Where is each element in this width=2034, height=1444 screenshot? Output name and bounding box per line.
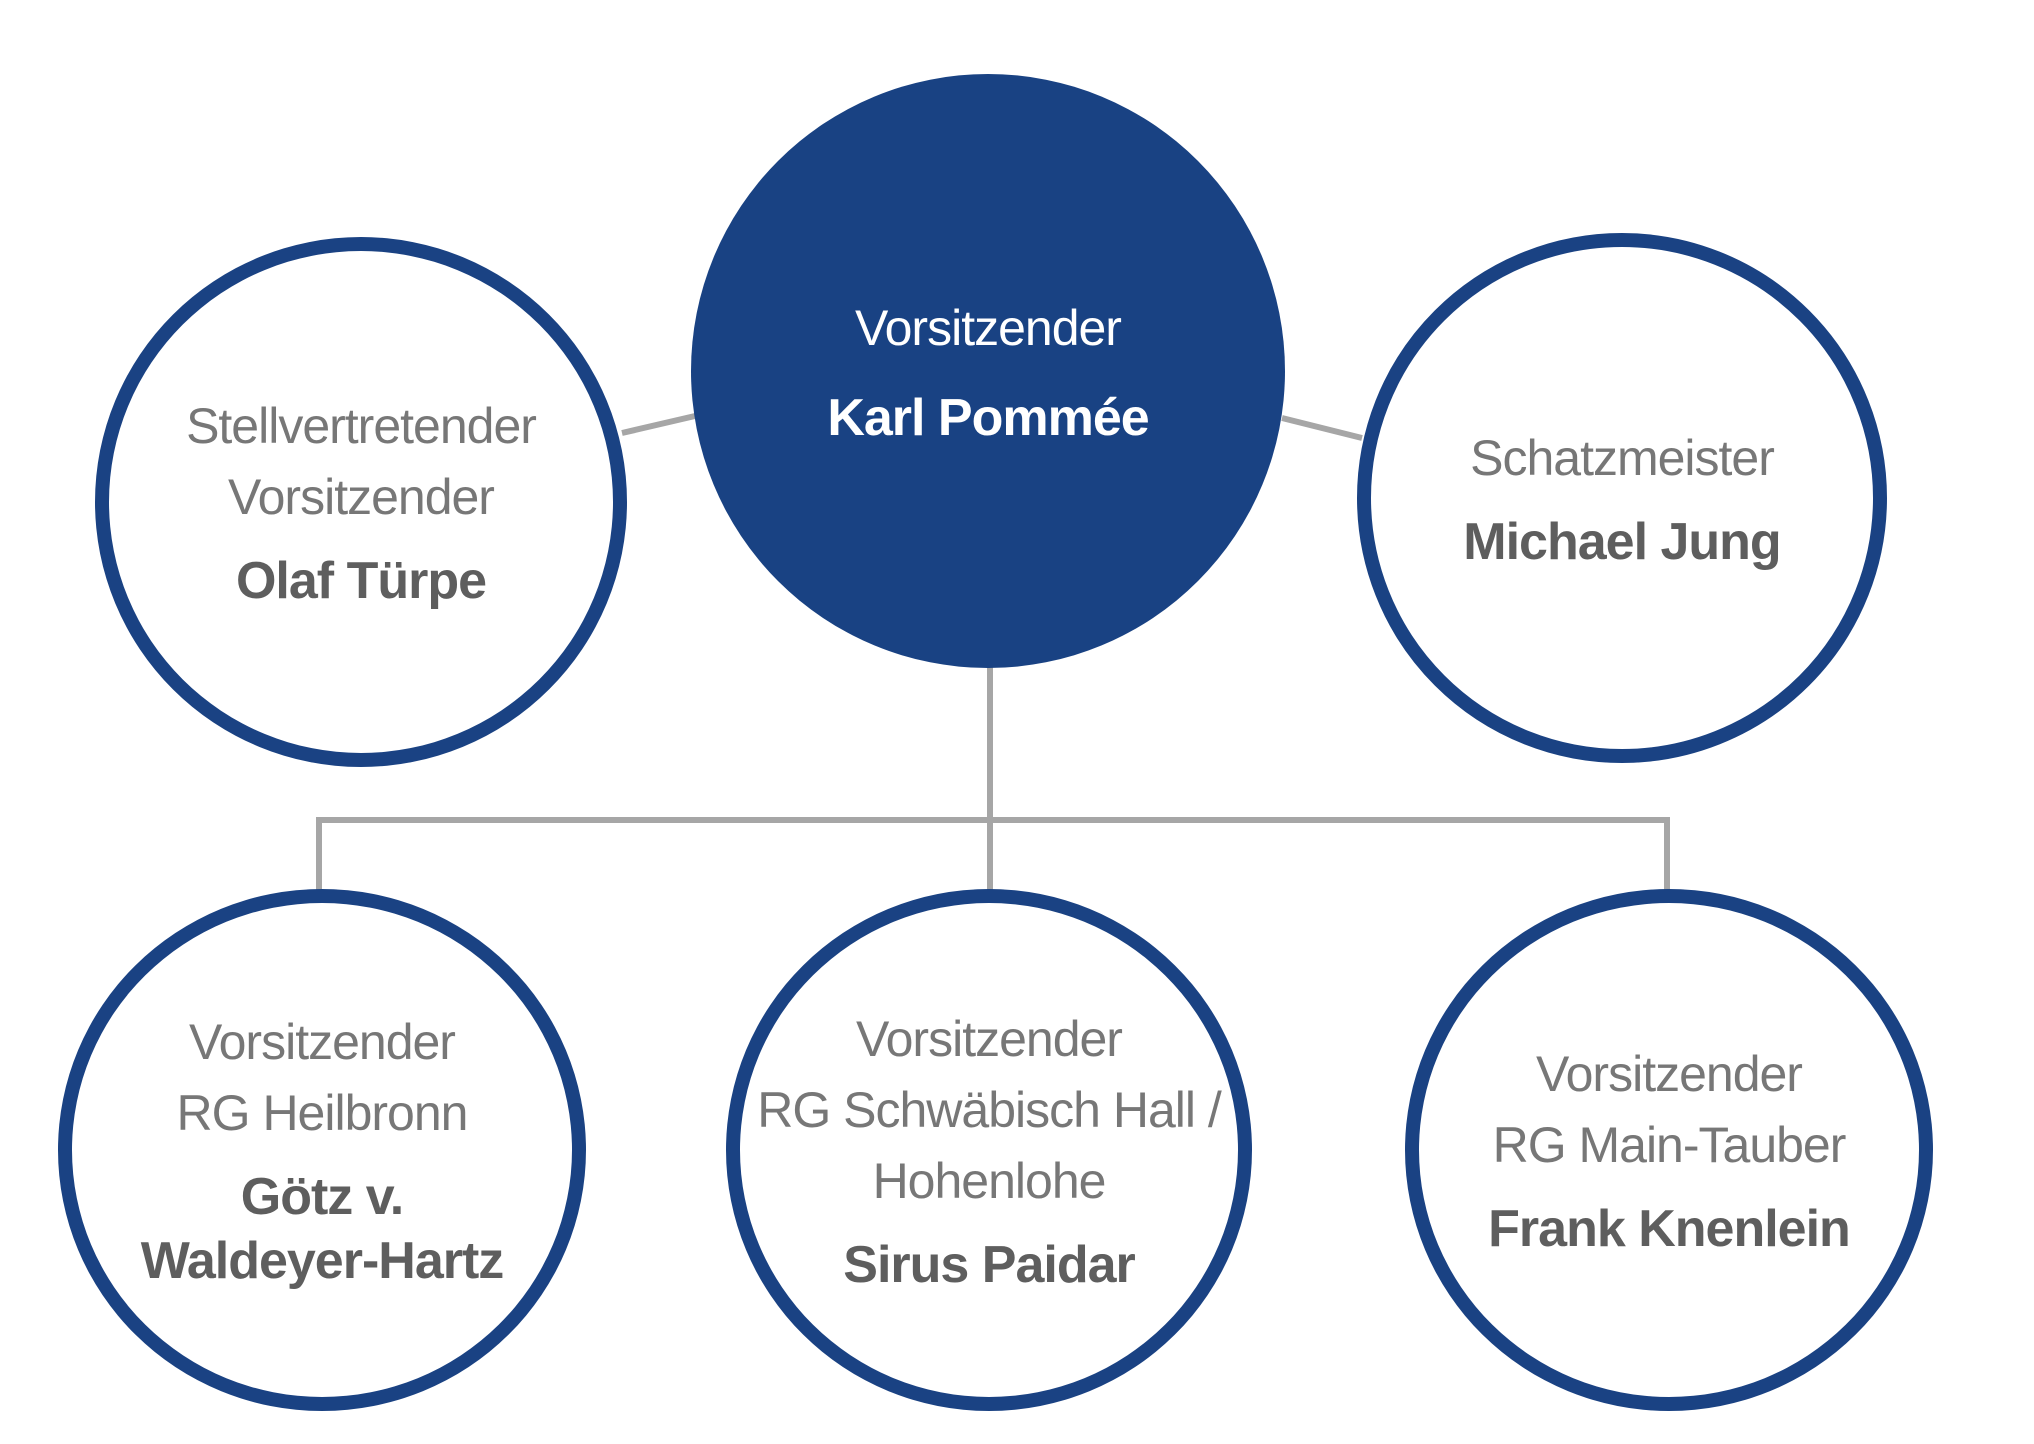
chairman-name: Karl Pommée: [827, 388, 1149, 447]
deputy-name: Olaf Türpe: [235, 552, 487, 610]
node-rg-schwaebisch-hall: Vorsitzender RG Schwäbisch Hall / Hohenl…: [726, 889, 1252, 1411]
node-deputy-chairman: Stellvertretender Vorsitzender Olaf Türp…: [95, 237, 627, 767]
tauber-role-line-1: Vorsitzender: [1536, 1046, 1803, 1102]
deputy-role-line-1: Stellvertretender: [186, 398, 537, 454]
connector-center-deputy: [621, 413, 696, 436]
connector-center-treasurer: [1281, 415, 1363, 441]
heilbronn-role-line-1: Vorsitzender: [189, 1014, 456, 1070]
tauber-name: Frank Knenlein: [1488, 1200, 1851, 1258]
heilbronn-name-line-1: Götz v.: [240, 1168, 404, 1226]
node-treasurer: Schatzmeister Michael Jung: [1357, 233, 1887, 763]
tauber-role-line-2: RG Main-Tauber: [1492, 1117, 1847, 1173]
node-rg-heilbronn: Vorsitzender RG Heilbronn Götz v. Waldey…: [58, 889, 586, 1411]
hall-role-line-1: Vorsitzender: [856, 1010, 1123, 1067]
heilbronn-role-line-2: RG Heilbronn: [176, 1085, 469, 1141]
chairman-role: Vorsitzender: [855, 299, 1122, 356]
treasurer-role: Schatzmeister: [1470, 429, 1775, 486]
treasurer-name: Michael Jung: [1463, 512, 1781, 571]
node-chairman: Vorsitzender Karl Pommée: [691, 74, 1285, 668]
deputy-role-line-2: Vorsitzender: [228, 469, 495, 525]
hall-role-line-3: Hohenlohe: [872, 1152, 1107, 1209]
hall-role-line-2: RG Schwäbisch Hall /: [757, 1081, 1221, 1138]
heilbronn-name-line-2: Waldeyer-Hartz: [140, 1232, 505, 1290]
hall-name: Sirus Paidar: [843, 1235, 1135, 1294]
node-rg-main-tauber: Vorsitzender RG Main-Tauber Frank Knenle…: [1405, 889, 1933, 1411]
